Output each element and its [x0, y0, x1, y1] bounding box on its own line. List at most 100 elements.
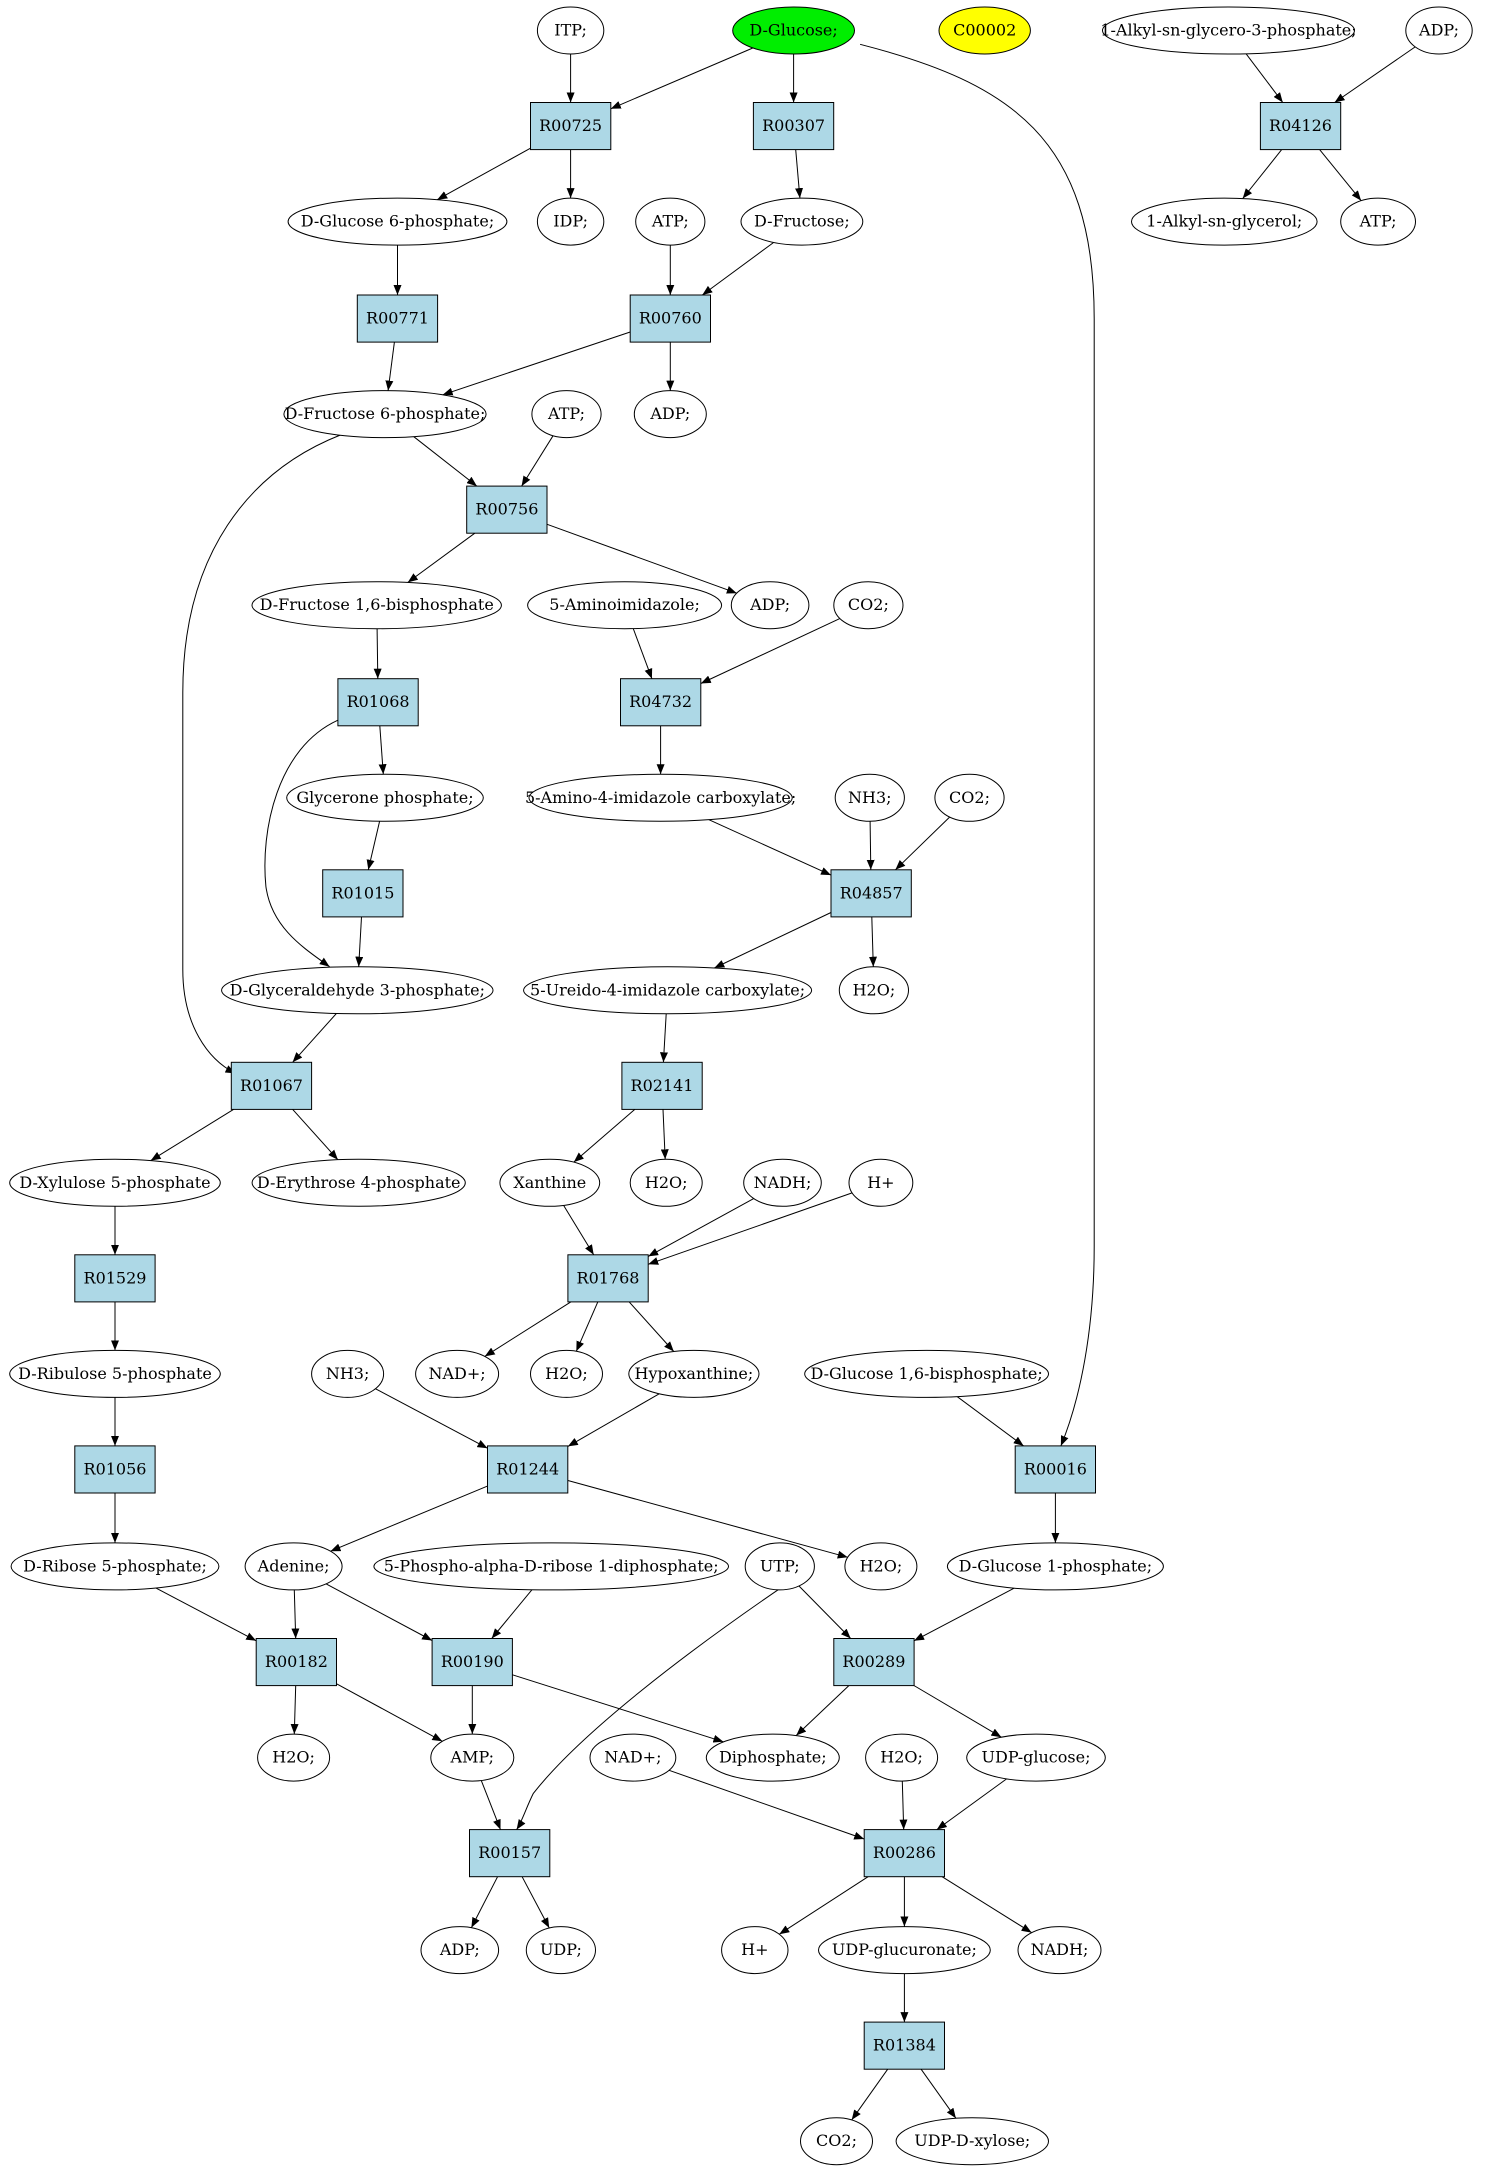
compound-node-adp1: ADP; [633, 390, 707, 439]
compound-node-xu5p: D-Xylulose 5-phosphate [9, 1158, 221, 1207]
compound-node-h2o4: H2O; [844, 1542, 918, 1591]
edge-R00725-to-g6p [436, 147, 531, 201]
edge-R01068-to-glycerone [378, 725, 387, 775]
compound-ellipse [244, 1542, 343, 1591]
compound-ellipse [523, 966, 813, 1015]
compound-node-alkylsn: 1-Alkyl-sn-glycerol; [1131, 197, 1318, 246]
compound-ellipse [528, 773, 793, 822]
node-label: CO2; [848, 595, 889, 614]
compound-node-udpxylose: UDP-D-xylose; [895, 2117, 1049, 2166]
node-label: UTP; [760, 1556, 800, 1575]
node-label: ADP; [749, 595, 790, 614]
reaction-box [230, 1061, 313, 1110]
node-label: D-Xylulose 5-phosphate [19, 1173, 210, 1192]
node-label: ATP; [651, 212, 689, 231]
node-label: D-Erythrose 4-phosphate [257, 1173, 461, 1192]
node-label: R00157 [478, 1843, 541, 1862]
reaction-node-R00725: R00725 [530, 102, 612, 151]
reaction-box [567, 1254, 649, 1303]
compound-node-atp2: ATP; [531, 390, 602, 439]
edge-co2b-to-R04857 [895, 816, 950, 871]
compound-ellipse [740, 197, 864, 246]
edge-R01768-to-h2o3 [575, 1301, 599, 1352]
reaction-node-R00016: R00016 [1014, 1445, 1097, 1494]
edge-R01244-to-h2o4 [567, 1480, 848, 1559]
node-label: D-Fructose; [754, 212, 850, 231]
compound-ellipse [536, 6, 605, 55]
compound-ellipse [800, 2117, 873, 2166]
node-label: H2O; [853, 980, 896, 999]
edge-R04126-to-atp_r [1319, 149, 1362, 201]
compound-node-g3p: D-Glyceraldehyde 3-phosphate; [221, 966, 494, 1015]
reaction-node-R00289: R00289 [833, 1638, 915, 1687]
reaction-box [356, 294, 439, 343]
compound-node-nh3a: NH3; [834, 773, 905, 822]
compound-node-adp_top: ADP; [1405, 6, 1473, 55]
node-label: Glycerone phosphate; [296, 788, 473, 807]
compound-node-atp_r: ATP; [1340, 197, 1416, 246]
compound-node-adp3: ADP; [420, 1926, 500, 1975]
node-label: D-Fructose 1,6-bisphosphate [260, 595, 494, 614]
compound-ellipse [895, 2117, 1049, 2166]
reaction-node-R00771: R00771 [356, 294, 439, 343]
compound-node-dglucose: D-Glucose; [732, 6, 855, 55]
compound-node-nadh2: NADH; [1017, 1926, 1102, 1975]
reaction-node-R01056: R01056 [74, 1445, 156, 1494]
reaction-node-R00760: R00760 [629, 294, 712, 343]
compound-ellipse [287, 197, 508, 246]
edge-R04857-to-h2o1 [869, 916, 877, 967]
compound-ellipse [311, 1349, 385, 1398]
compound-node-g16bp: D-Glucose 1,6-bisphosphate; [804, 1349, 1049, 1398]
edge-nadplus2-to-R00286 [668, 1769, 865, 1840]
reaction-box [74, 1254, 156, 1303]
edge-R00756-to-adp2 [546, 523, 737, 594]
reaction-node-R01244: R01244 [487, 1445, 569, 1494]
reaction-box [620, 678, 702, 727]
compound-ellipse [525, 1926, 597, 1975]
edge-adenine-to-R00190 [325, 1583, 433, 1641]
reaction-node-R00157: R00157 [469, 1829, 551, 1878]
node-label: UDP-glucuronate; [832, 1940, 977, 1959]
compound-node-nadplus2: NAD+; [589, 1733, 677, 1782]
compound-node-udpglucose: UDP-glucose; [966, 1733, 1106, 1782]
reaction-box [255, 1638, 338, 1687]
compound-node-f6p: D-Fructose 6-phosphate; [283, 390, 487, 439]
compound-ellipse [530, 1349, 603, 1398]
node-label: D-Fructose 6-phosphate; [285, 404, 486, 423]
compound-node-g6p: D-Glucose 6-phosphate; [287, 197, 508, 246]
compound-node-co2a: CO2; [833, 581, 904, 630]
node-label: R00016 [1024, 1460, 1087, 1479]
compound-node-diphosphate: Diphosphate; [705, 1733, 840, 1782]
node-label: 5-Ureido-4-imidazole carboxylate; [530, 980, 805, 999]
compound-ellipse [721, 1926, 789, 1975]
edge-xanthine-to-R01768 [563, 1205, 595, 1256]
reaction-box [1259, 102, 1342, 151]
compound-ellipse [938, 6, 1031, 55]
compound-node-nadh1: NADH; [743, 1158, 822, 1207]
reaction-node-R00190: R00190 [431, 1638, 513, 1687]
node-label: R00307 [762, 116, 825, 135]
node-label: R04732 [629, 692, 692, 711]
reaction-box [1014, 1445, 1097, 1494]
edge-atp2-to-R00756 [521, 435, 554, 487]
reaction-box [469, 1829, 551, 1878]
node-label: R01067 [240, 1076, 303, 1095]
edge-R02141-to-xanthine [573, 1109, 636, 1163]
compound-ellipse [633, 390, 707, 439]
node-label: NADH; [1031, 1940, 1089, 1959]
compound-ellipse [1340, 197, 1416, 246]
compound-ellipse [743, 1158, 822, 1207]
edge-R01768-to-hypoxanthine [628, 1301, 675, 1352]
edge-alkylsn3p-to-R04126 [1245, 53, 1284, 103]
reaction-box [74, 1445, 156, 1494]
compound-ellipse [415, 1349, 500, 1398]
edge-glycerone-to-R01015 [366, 821, 381, 870]
node-label: Adenine; [257, 1556, 330, 1575]
edge-dglucose-to-R00725 [610, 47, 753, 110]
edge-R00157-to-udp [521, 1876, 550, 1929]
node-label: R01384 [873, 2036, 936, 2055]
node-label: H2O; [545, 1364, 588, 1383]
compound-ellipse [804, 1349, 1049, 1398]
node-label: NADH; [754, 1173, 812, 1192]
compound-ellipse [833, 581, 904, 630]
